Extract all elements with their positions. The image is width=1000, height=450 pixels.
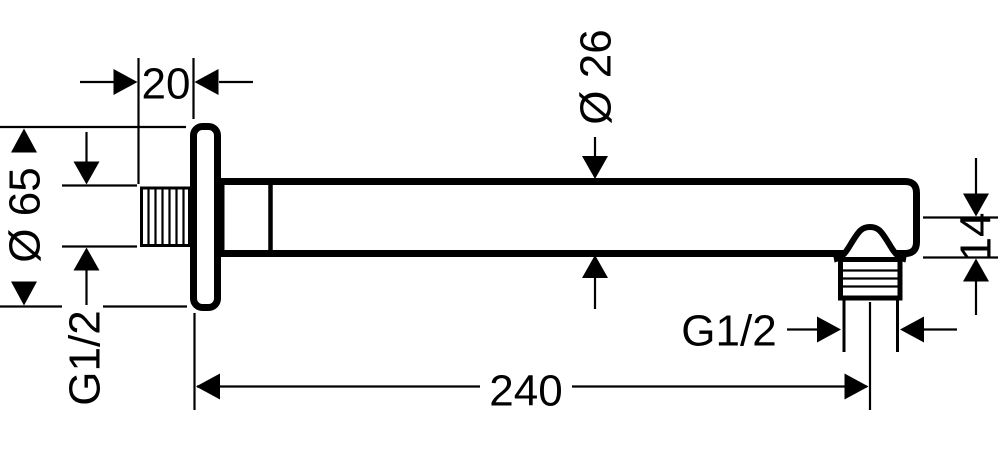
dim-label-tube-diameter: Ø 26 — [571, 29, 620, 124]
wall-nipple — [140, 186, 191, 247]
dim-label-outlet-thread: G1/2 — [681, 306, 776, 355]
arrowhead-down-icon — [11, 281, 37, 306]
arrowhead-right-icon — [113, 69, 138, 95]
dim-label-arm-length: 240 — [489, 366, 562, 415]
arrowhead-down-icon — [73, 161, 100, 185]
arrowhead-right-icon — [844, 373, 869, 400]
dim-label-outlet-height: 14 — [951, 213, 1000, 262]
dimension-tube-diameter — [582, 137, 608, 309]
arrowhead-right-icon — [817, 316, 841, 343]
arrowhead-down-icon — [582, 156, 608, 179]
dimension-outlet-thread — [787, 316, 957, 343]
dimension-flange-diameter — [0, 125, 187, 308]
shower-arm-part — [140, 123, 920, 352]
outlet-nut — [838, 257, 903, 301]
dim-label-inlet-thread: G1/2 — [60, 310, 109, 405]
dim-label-flange-diameter: Ø 65 — [0, 167, 49, 262]
arrowhead-left-icon — [194, 69, 219, 95]
arrowhead-up-icon — [582, 255, 608, 278]
arrowhead-up-icon — [963, 258, 989, 282]
dimension-arm-length — [193, 302, 872, 410]
arrowhead-up-icon — [73, 247, 100, 271]
dimension-wall-clearance — [80, 58, 253, 184]
arm-tube — [217, 178, 920, 257]
arrowhead-up-icon — [11, 128, 37, 153]
arrowhead-left-icon — [900, 316, 924, 343]
dimension-outlet-height — [923, 158, 998, 315]
dimension-inlet-thread — [62, 132, 137, 305]
outlet-dome — [833, 223, 907, 263]
outlet-dome-fill — [834, 227, 906, 263]
dim-label-wall-clearance: 20 — [142, 59, 191, 108]
arrowhead-down-icon — [963, 193, 989, 217]
arrowhead-left-icon — [196, 373, 220, 400]
wall-flange — [190, 123, 221, 311]
